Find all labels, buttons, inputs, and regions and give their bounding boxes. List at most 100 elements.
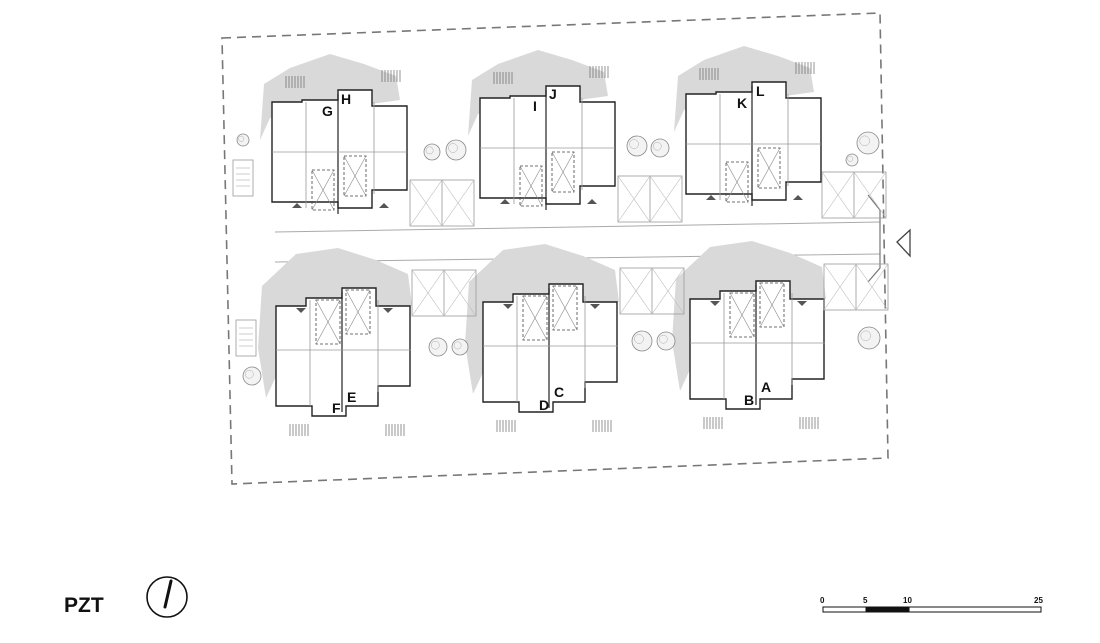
tree-canopy (650, 138, 670, 158)
building-footprint (275, 287, 411, 417)
carport-cross (441, 179, 475, 227)
parking-bay-cross (522, 295, 548, 341)
parking-bay (552, 285, 578, 331)
building-group-GH (260, 54, 408, 214)
site-boundary (221, 12, 889, 485)
carport-cross (411, 269, 445, 317)
tree-detail (847, 155, 854, 162)
parking-bay (729, 292, 755, 338)
unit-label-A: A (761, 379, 771, 395)
tree-detail (859, 135, 870, 147)
parking-bay-cross (552, 285, 578, 331)
carport-cross (853, 171, 887, 219)
carport-cross (619, 267, 653, 315)
parking-bay (311, 169, 335, 211)
carport-cross (617, 175, 651, 223)
scale-tick-25: 25 (1034, 596, 1043, 605)
shed-outline (235, 319, 257, 357)
carport-cross (409, 179, 443, 227)
carport-cross (821, 171, 855, 219)
parking-bay-cross (343, 155, 367, 197)
parking-bay-cross (519, 165, 543, 207)
tree-8 (428, 337, 448, 357)
building-shadow (468, 50, 608, 136)
tree-2 (423, 143, 441, 161)
parking-bay (315, 299, 341, 345)
carport-3 (821, 171, 887, 219)
entrance-marker (500, 199, 510, 204)
entrance-marker (797, 301, 807, 306)
parking-bay (522, 295, 548, 341)
tree-canopy (631, 330, 653, 352)
tree-canopy (423, 143, 441, 161)
tree-canopy (428, 337, 448, 357)
garden-shed-1 (232, 159, 254, 197)
tree-detail (653, 141, 662, 151)
tree-canopy (242, 366, 262, 386)
building-shadow (674, 46, 814, 132)
parking-bay-cross (315, 299, 341, 345)
tree-5 (650, 138, 670, 158)
entrance-marker (296, 308, 306, 313)
tree-detail (634, 334, 644, 344)
carport-5 (619, 267, 685, 315)
building-groups (232, 46, 889, 436)
unit-label-D: D (539, 397, 549, 413)
building-shadow (260, 54, 400, 140)
tree-canopy (626, 135, 648, 157)
unit-labels: G H I J K L F E D C B A (322, 83, 771, 416)
building-footprint (482, 283, 618, 413)
tree-detail (238, 135, 245, 142)
scale-tick-5: 5 (863, 596, 868, 605)
unit-label-C: C (554, 384, 564, 400)
scale-bar-filled-segment (866, 607, 909, 612)
tree-12 (857, 326, 881, 350)
carport-2 (617, 175, 683, 223)
tree-detail (659, 334, 668, 344)
tree-10 (631, 330, 653, 352)
carport-6 (823, 263, 889, 311)
parking-bay-cross (729, 292, 755, 338)
scale-tick-0: 0 (820, 596, 825, 605)
tree-canopy (845, 153, 859, 167)
parking-bay (551, 151, 575, 193)
building-footprint (479, 85, 616, 205)
garden-shed-2 (235, 319, 257, 357)
carport-cross (443, 269, 477, 317)
tree-6 (856, 131, 880, 155)
tree-13 (242, 366, 262, 386)
parking-bay (519, 165, 543, 207)
parking-bay (343, 155, 367, 197)
tree-detail (425, 146, 434, 155)
tree-detail (431, 340, 440, 350)
tree-canopy (857, 326, 881, 350)
tree-detail (448, 143, 458, 153)
tree-canopy (445, 139, 467, 161)
unit-label-J: J (549, 86, 557, 102)
building-group-IJ (468, 50, 616, 210)
tree-canopy (451, 338, 469, 356)
shed-outline (232, 159, 254, 197)
tree-detail (860, 330, 871, 341)
building-group-KL (674, 46, 822, 206)
unit-label-E: E (347, 389, 356, 405)
parking-bay-cross (759, 282, 785, 328)
unit-label-I: I (533, 98, 537, 114)
tree-1 (236, 133, 250, 147)
unit-label-B: B (744, 392, 754, 408)
carport-1 (409, 179, 475, 227)
tree-canopy (856, 131, 880, 155)
tree-4 (626, 135, 648, 157)
tree-7 (845, 153, 859, 167)
parking-bay-cross (725, 161, 749, 203)
entrance-arrow-icon (867, 194, 911, 283)
north-arrow-icon (146, 576, 188, 618)
tree-9 (451, 338, 469, 356)
entrance-marker (590, 304, 600, 309)
entrance-marker (710, 301, 720, 306)
entrance-marker (379, 203, 389, 208)
carport-cross (823, 263, 857, 311)
unit-label-F: F (332, 400, 341, 416)
building-shadow (672, 241, 826, 391)
